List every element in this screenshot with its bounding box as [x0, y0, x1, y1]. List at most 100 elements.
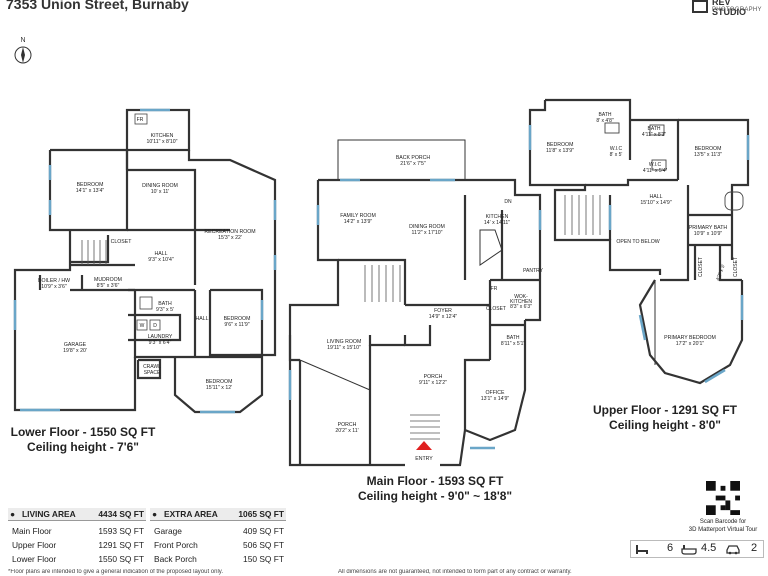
lower-kitchen-label: KITCHEN — [151, 133, 174, 139]
main-family-label: FAMILY ROOM — [340, 213, 376, 219]
row-value: 409 SQ FT — [243, 526, 284, 536]
upper-primary-bedroom-label: PRIMARY BEDROOM — [664, 335, 716, 341]
extra-area-title: EXTRA AREA — [164, 509, 218, 519]
main-wok-label: WOK- — [514, 294, 528, 300]
row-value: 506 SQ FT — [243, 540, 284, 550]
upper-wic2-dim: 4'11" x 5'4" — [643, 168, 667, 174]
row-label: Back Porch — [154, 554, 197, 564]
washer-label: W — [140, 323, 145, 329]
row-label: Garage — [154, 526, 182, 536]
lower-laundry-label: LAUNDRY — [148, 334, 173, 340]
car-icon — [726, 545, 740, 555]
compass-label: N — [20, 37, 25, 44]
property-address: 7353 Union Street, Burnaby — [6, 0, 189, 12]
lower-recreation-dim: 15'3" x 22' — [218, 235, 242, 241]
lower-floor-plan: FR KITCHEN 10'11" x 8'10" BEDROOM 14'1" … — [13, 108, 277, 414]
extra-area-table: ● EXTRA AREA 1065 SQ FT Garage 409 SQ FT… — [150, 508, 286, 568]
upper-wic1-label: W.I.C — [610, 146, 623, 152]
lower-bedroom3-dim: 15'11" x 12' — [206, 385, 232, 391]
footer-disclaimer-left: *Floor plans are intended to give a gene… — [8, 569, 224, 575]
upper-primary-bath-label: PRIMARY BATH — [689, 225, 728, 231]
main-office-label: OFFICE — [485, 390, 505, 396]
upper-bedroom1-dim: 11'8" x 13'9" — [546, 148, 574, 154]
row-label: Main Floor — [12, 526, 52, 536]
main-wok-dim: 8'3" x 6'3" — [510, 304, 532, 310]
upper-bath2-label: BATH — [648, 126, 661, 132]
logo-subtitle: PHOTOGRAPHY — [712, 7, 762, 13]
upper-wic2-label: W.I.C — [649, 162, 662, 168]
beds-count: 6 — [667, 542, 674, 554]
upper-primary-bath-dim: 10'9" x 10'9" — [694, 231, 723, 237]
upper-bath2-dim: 4'11" x 8'1" — [642, 132, 666, 138]
table-row: Main Floor 1593 SQ FT — [8, 526, 146, 538]
lower-hall-label: HALL — [155, 251, 168, 257]
lower-boiler-dim: 10'9" x 3'6" — [41, 284, 67, 290]
row-value: 1291 SQ FT — [98, 540, 144, 550]
bed-icon — [636, 545, 648, 554]
entry-arrow-icon — [416, 441, 432, 450]
main-floor-area: Main Floor - 1593 SQ FT — [366, 474, 504, 488]
upper-bedroom1-label: BEDROOM — [547, 142, 574, 148]
bullet-icon: ● — [10, 509, 16, 519]
main-closet-label: CLOSET — [486, 306, 506, 312]
lower-dining-dim: 10' x 11' — [151, 189, 170, 195]
main-office-dim: 13'1" x 14'9" — [481, 396, 510, 402]
main-back-porch-label: BACK PORCH — [396, 155, 431, 161]
upper-wic3-dim: 4'2" x 5' — [715, 263, 727, 281]
main-floor-ceiling: Ceiling height - 9'0" ~ 18'8" — [357, 489, 513, 503]
main-foyer-dim: 14'9" x 12'4" — [429, 314, 458, 320]
lower-bedroom1-label: BEDROOM — [77, 182, 104, 188]
main-pantry-label: PANTRY — [523, 268, 543, 274]
main-fr-label: FR — [491, 286, 498, 292]
extra-area-total: 1065 SQ FT — [238, 509, 284, 519]
lower-bedroom2-dim: 9'6" x 11'9" — [224, 322, 249, 328]
main-living-label: LIVING ROOM — [327, 339, 362, 345]
lower-bedroom3-label: BEDROOM — [206, 379, 233, 385]
logo-title: REV STUDIO — [712, 0, 747, 17]
lower-hall-dim: 9'3" x 10'4" — [148, 257, 174, 263]
crawl-label: CRAWL — [143, 364, 161, 370]
north-compass-icon: N — [14, 37, 32, 64]
upper-open-below-label: OPEN TO BELOW — [616, 239, 659, 245]
crawl-space-label: SPACE — [144, 370, 161, 376]
qr-caption-line1: Scan Barcode for — [699, 519, 747, 525]
main-wok-kitchen-label: KITCHEN — [510, 299, 532, 305]
qr-code[interactable] — [706, 481, 740, 515]
lower-laundry-dim: 9'3" x 6'4" — [149, 340, 172, 346]
lower-bath-dim: 9'3" x 5' — [156, 307, 174, 313]
footer-disclaimer-right: All dimensions are not guaranteed, not i… — [338, 569, 572, 575]
studio-logo: REV STUDIO PHOTOGRAPHY — [692, 0, 764, 17]
upper-bedroom2-label: BEDROOM — [695, 146, 722, 152]
table-row: Back Porch 150 SQ FT — [150, 554, 286, 566]
upper-bedroom2-dim: 13'5" x 11'3" — [694, 152, 722, 158]
table-row: Lower Floor 1550 SQ FT — [8, 554, 146, 566]
row-value: 1550 SQ FT — [98, 554, 144, 564]
main-porch2-dim: 20'2" x 11' — [335, 428, 358, 434]
lower-bedroom2-label: BEDROOM — [224, 316, 251, 322]
upper-hall-label: HALL — [650, 194, 663, 200]
lower-garage-dim: 19'8" x 20' — [63, 348, 87, 354]
main-living-dim: 19'11" x 15'10" — [327, 345, 361, 351]
living-area-header: ● LIVING AREA 4434 SQ FT — [8, 508, 146, 521]
main-dining-label: DINING ROOM — [409, 224, 445, 230]
upper-closet1-label: CLOSET — [698, 257, 704, 277]
table-row: Upper Floor 1291 SQ FT — [8, 540, 146, 552]
upper-floor-title: Upper Floor - 1291 SQ FT Ceiling height … — [590, 403, 740, 433]
lower-garage-label: GARAGE — [64, 342, 87, 348]
upper-closet2-label: CLOSET — [733, 257, 739, 277]
lower-fr-label: FR — [137, 117, 144, 123]
upper-hall-dim: 15'10" x 14'9" — [640, 200, 671, 206]
row-label: Front Porch — [154, 540, 198, 550]
lower-mudroom-dim: 8'5" x 3'6" — [97, 283, 120, 289]
main-family-dim: 14'2" x 13'9" — [344, 219, 373, 225]
lower-recreation-label: RECREATION ROOM — [204, 229, 255, 235]
main-porch1-label: PORCH — [424, 374, 443, 380]
upper-bath1-label: BATH — [599, 112, 612, 118]
main-dn-label: DN — [504, 199, 512, 205]
main-kitchen-label: KITCHEN — [486, 214, 509, 220]
main-floor-title: Main Floor - 1593 SQ FT Ceiling height -… — [345, 474, 525, 504]
lower-boiler-label: BOILER / HW — [38, 278, 70, 284]
lower-floor-ceiling: Ceiling height - 7'6" — [27, 440, 139, 454]
row-label: Lower Floor — [12, 554, 57, 564]
dryer-label: D — [153, 323, 157, 329]
